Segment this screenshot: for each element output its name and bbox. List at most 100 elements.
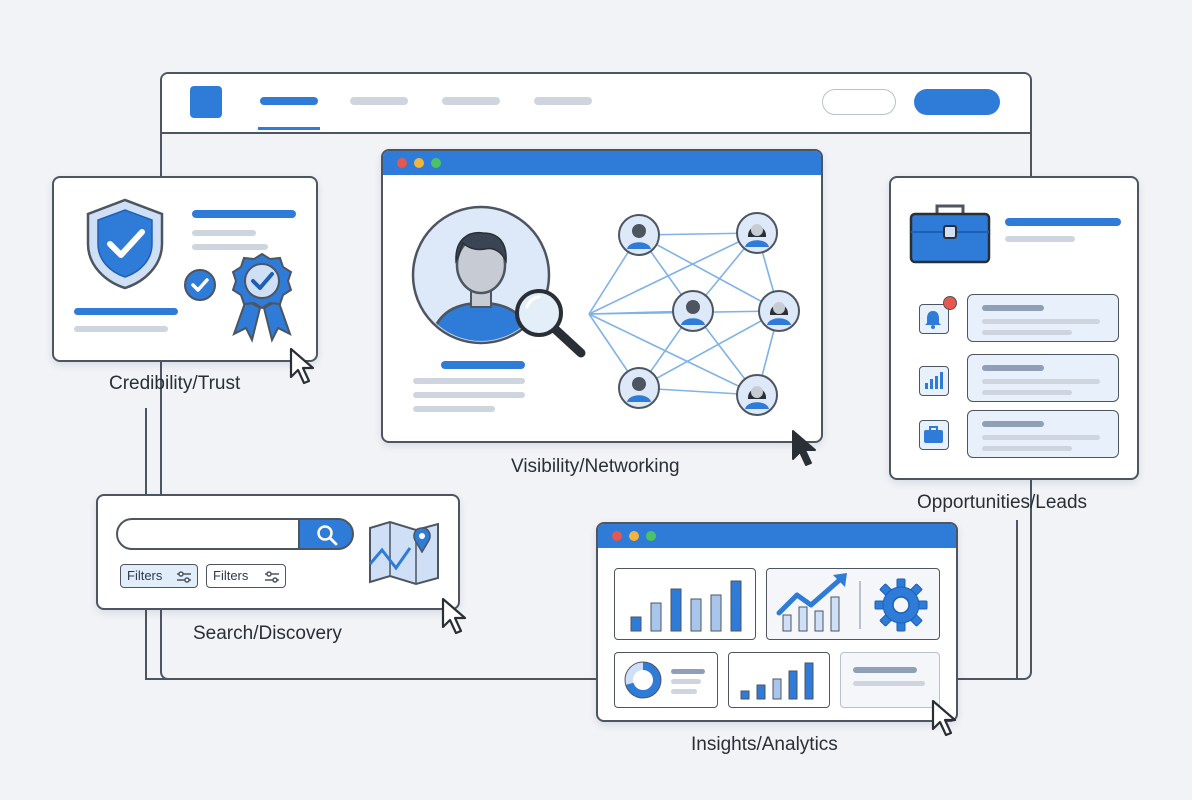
sliders-icon: [177, 571, 191, 583]
notification-line: [982, 305, 1044, 311]
filter-label: Filters: [213, 568, 249, 583]
text-card[interactable]: [840, 652, 940, 708]
credibility-text-line: [74, 308, 178, 315]
briefcase-icon: [924, 426, 943, 443]
text-card-line: [853, 681, 925, 686]
award-ribbon-icon: [231, 252, 293, 343]
network-node-person[interactable]: [671, 289, 715, 333]
bar-chart-icon: [740, 662, 814, 700]
credibility-text-line: [192, 230, 256, 236]
window-dot-red[interactable]: [397, 158, 407, 168]
search-panel[interactable]: Filters Filters: [96, 494, 460, 610]
profile-text-line: [413, 378, 525, 384]
check-circle-icon: [184, 269, 216, 301]
card-divider: [859, 581, 861, 629]
briefcase-icon: [909, 204, 991, 264]
donut-card[interactable]: [614, 652, 718, 708]
frame-line: [1016, 520, 1018, 680]
window-dot-red[interactable]: [612, 531, 622, 541]
notification-line: [982, 379, 1100, 384]
network-node-person[interactable]: [617, 366, 661, 410]
filter-label: Filters: [127, 568, 163, 583]
insights-panel[interactable]: [596, 522, 958, 722]
frame-line: [958, 678, 1018, 680]
secondary-button[interactable]: [822, 89, 896, 115]
network-node-person[interactable]: [735, 373, 779, 417]
cursor-arrow-icon: [931, 699, 957, 737]
bar-chart-icon: [925, 372, 943, 389]
briefcase-icon-box[interactable]: [919, 420, 949, 450]
trend-card[interactable]: [766, 568, 940, 640]
notification-line: [982, 365, 1044, 371]
bar-chart-card[interactable]: [614, 568, 756, 640]
window-dot-green[interactable]: [646, 531, 656, 541]
donut-legend-line: [671, 669, 705, 674]
label-opportunities: Opportunities/Leads: [917, 492, 1088, 513]
bar-chart-icon-box[interactable]: [919, 366, 949, 396]
cursor-arrow-icon: [792, 430, 816, 466]
window-titlebar: [598, 524, 956, 548]
frame-line: [145, 678, 595, 680]
window-dot-green[interactable]: [431, 158, 441, 168]
cursor-arrow-icon: [289, 347, 315, 385]
label-insights: Insights/Analytics: [691, 734, 838, 755]
credibility-title-line: [192, 210, 296, 218]
notification-line: [982, 421, 1044, 427]
magnifier-icon: [515, 289, 586, 358]
window-titlebar: [383, 151, 821, 175]
lead-notification[interactable]: [967, 294, 1119, 342]
donut-chart-icon: [624, 661, 662, 699]
trend-arrow-icon: [776, 573, 847, 632]
opportunity-text-line: [1005, 236, 1075, 242]
credibility-text-line: [74, 326, 168, 332]
notification-line: [982, 435, 1100, 440]
notification-dot: [943, 296, 957, 310]
network-node-person[interactable]: [757, 289, 801, 333]
user-avatar-icon: [411, 205, 551, 345]
nav-tab[interactable]: [534, 97, 592, 105]
profile-name-line: [441, 361, 525, 369]
gear-icon: [874, 578, 928, 632]
donut-legend-line: [671, 689, 697, 694]
opportunity-title-line: [1005, 218, 1121, 226]
map-pin-icon: [368, 520, 439, 586]
notification-line: [982, 319, 1100, 324]
mini-bar-card[interactable]: [728, 652, 830, 708]
text-card-line: [853, 667, 917, 673]
notification-line: [982, 446, 1072, 451]
network-node-person[interactable]: [735, 211, 779, 255]
bell-icon-box[interactable]: [919, 304, 949, 334]
label-search: Search/Discovery: [193, 623, 342, 644]
lead-notification[interactable]: [967, 354, 1119, 402]
lead-notification[interactable]: [967, 410, 1119, 458]
label-credibility: Credibility/Trust: [109, 373, 241, 394]
notification-line: [982, 330, 1072, 335]
filter-button[interactable]: Filters: [120, 564, 198, 588]
filter-button[interactable]: Filters: [206, 564, 286, 588]
network-node-person[interactable]: [617, 213, 661, 257]
window-dot-yellow[interactable]: [414, 158, 424, 168]
donut-legend-line: [671, 679, 701, 684]
nav-tab[interactable]: [442, 97, 500, 105]
nav-tab-active[interactable]: [260, 97, 318, 105]
credibility-text-line: [192, 244, 268, 250]
app-logo[interactable]: [190, 86, 222, 118]
sliders-icon: [265, 571, 279, 583]
window-dot-yellow[interactable]: [629, 531, 639, 541]
shield-check-icon: [86, 198, 164, 290]
cursor-arrow-icon: [441, 597, 467, 635]
bar-chart-icon: [630, 580, 742, 632]
opportunities-panel[interactable]: [889, 176, 1139, 480]
nav-tab-active-underline: [258, 127, 320, 130]
notification-line: [982, 390, 1072, 395]
credibility-panel[interactable]: [52, 176, 318, 362]
search-button[interactable]: [298, 518, 354, 550]
bell-icon: [925, 311, 941, 329]
primary-button[interactable]: [914, 89, 1000, 115]
profile-text-line: [413, 392, 525, 398]
visibility-panel[interactable]: [381, 149, 823, 443]
search-icon: [317, 525, 338, 546]
nav-tab[interactable]: [350, 97, 408, 105]
profile-text-line: [413, 406, 495, 412]
label-visibility: Visibility/Networking: [511, 456, 680, 477]
